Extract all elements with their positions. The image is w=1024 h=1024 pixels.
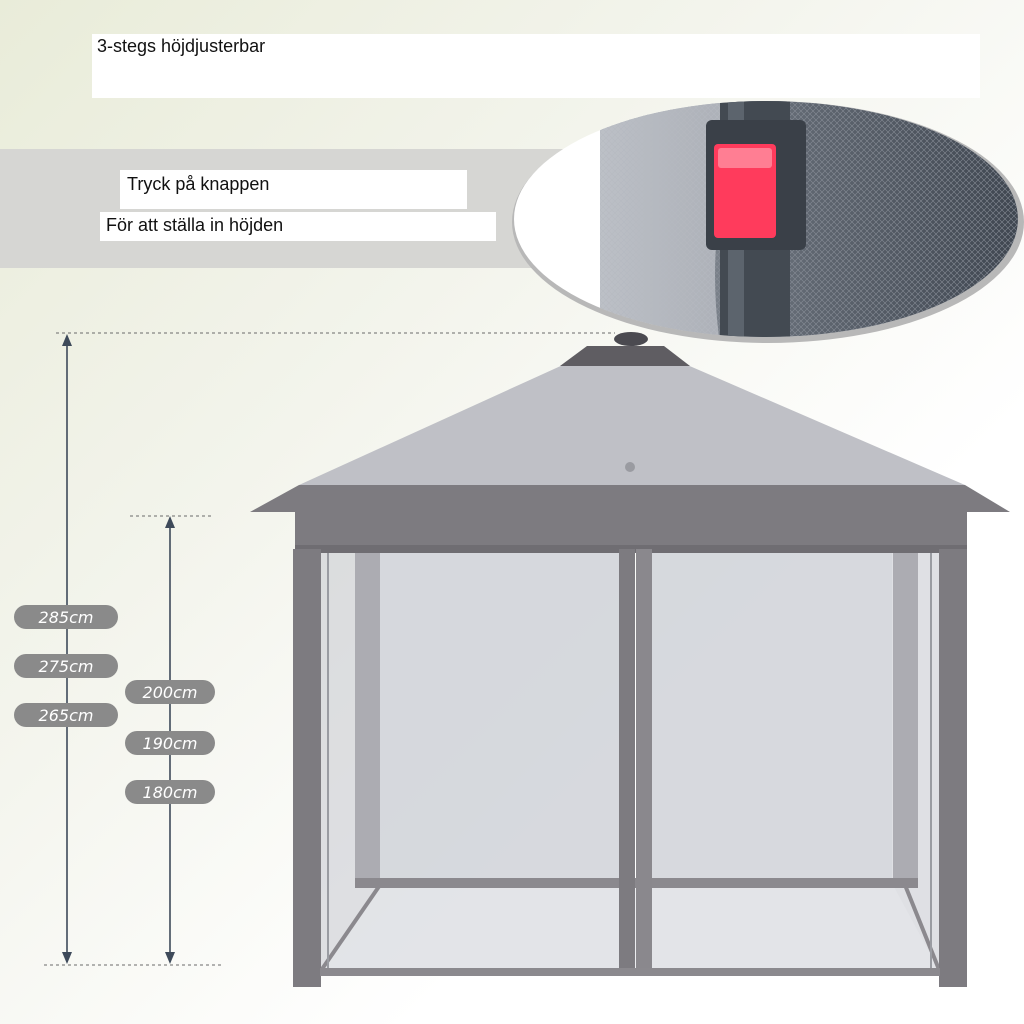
- height-label-200: 200cm: [125, 680, 215, 704]
- pole-center-right: [636, 549, 652, 973]
- instruction-box-1: [120, 170, 467, 209]
- instruction-box-2: [100, 212, 496, 241]
- header-title: 3-stegs höjdjusterbar: [97, 36, 266, 56]
- gazebo: [250, 332, 1010, 987]
- instruction-line-2: För att ställa in höjden: [106, 215, 284, 235]
- canopy-edge: [250, 485, 1010, 512]
- pole-right: [939, 549, 967, 987]
- height-label-180: 180cm: [125, 780, 215, 804]
- pole-left: [293, 549, 321, 987]
- pole-center-left: [619, 549, 635, 973]
- dimension-lines: [44, 332, 615, 966]
- zoom-inset: [512, 101, 1024, 343]
- height-label-275: 275cm: [14, 654, 118, 678]
- height-label-265: 265cm: [14, 703, 118, 727]
- height-label-285: 285cm: [14, 605, 118, 629]
- header-panel: [92, 34, 980, 98]
- instruction-line-1: Tryck på knappen: [127, 174, 270, 194]
- height-label-190: 190cm: [125, 731, 215, 755]
- canopy-roof: [299, 364, 965, 485]
- roof-vent-icon: [614, 332, 648, 346]
